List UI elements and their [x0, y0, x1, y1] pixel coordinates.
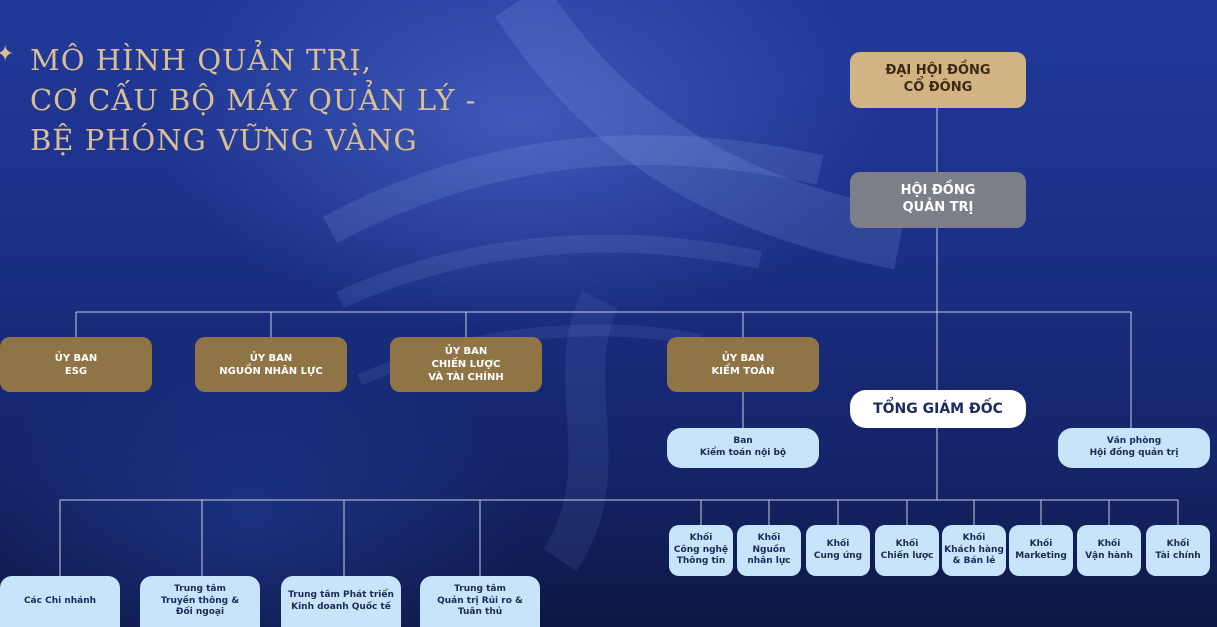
esg-committee-box: ỦY BAN ESG [0, 337, 152, 392]
internal-audit-label: Ban Kiểm toán nội bộ [699, 436, 787, 458]
strategy-finance-committee-label: ỦY BAN CHIẾN LƯỢC VÀ TÀI CHÍNH [428, 346, 504, 383]
board-office-box: Văn phòng Hội đồng quản trị [1058, 428, 1210, 468]
shareholders-meeting-box: ĐẠI HỘI ĐỒNG CỔ ĐÔNG [850, 52, 1026, 108]
hr-block-label: Khối Nguồn nhân lực [747, 532, 791, 567]
strategy-block-label: Khối Chiến lược [880, 538, 934, 561]
ceo-box: TỔNG GIÁM ĐỐC [850, 390, 1026, 428]
title-line-2: CƠ CẤU BỘ MÁY QUẢN LÝ - [30, 83, 477, 117]
branches-label: Các Chi nhánh [23, 595, 97, 606]
retail-block-box: Khối Khách hàng & Bán lẻ [942, 525, 1006, 576]
operations-block-label: Khối Vận hành [1085, 538, 1133, 561]
comms-center-box: Trung tâm Truyền thông & Đối ngoại [140, 576, 260, 627]
risk-compliance-center-label: Trung tâm Quản trị Rủi ro & Tuân thủ [437, 583, 523, 618]
it-block-label: Khối Công nghệ Thông tin [673, 532, 729, 567]
internal-audit-box: Ban Kiểm toán nội bộ [667, 428, 819, 468]
shareholders-meeting-label: ĐẠI HỘI ĐỒNG CỔ ĐÔNG [885, 63, 991, 95]
board-office-label: Văn phòng Hội đồng quản trị [1089, 436, 1179, 458]
board-of-directors-label: HỘI ĐỒNG QUẢN TRỊ [900, 183, 976, 215]
strategy-block-box: Khối Chiến lược [875, 525, 939, 576]
sparkle-star-icon: ✦ [0, 42, 15, 67]
hr-block-box: Khối Nguồn nhân lực [737, 525, 801, 576]
marketing-block-label: Khối Marketing [1015, 538, 1067, 561]
supply-block-box: Khối Cung ứng [806, 525, 870, 576]
intl-business-center-label: Trung tâm Phát triển Kinh doanh Quốc tế [288, 589, 394, 612]
title-line-1: MÔ HÌNH QUẢN TRỊ, [30, 43, 372, 77]
page-title: MÔ HÌNH QUẢN TRỊ, CƠ CẤU BỘ MÁY QUẢN LÝ … [30, 40, 476, 160]
marketing-block-box: Khối Marketing [1009, 525, 1073, 576]
finance-block-box: Khối Tài chính [1146, 525, 1210, 576]
esg-committee-label: ỦY BAN ESG [54, 352, 98, 377]
strategy-finance-committee-box: ỦY BAN CHIẾN LƯỢC VÀ TÀI CHÍNH [390, 337, 542, 392]
title-line-3: BỆ PHÓNG VỮNG VÀNG [30, 123, 418, 157]
hr-committee-label: ỦY BAN NGUỒN NHÂN LỰC [219, 352, 323, 377]
intl-business-center-box: Trung tâm Phát triển Kinh doanh Quốc tế [281, 576, 401, 627]
supply-block-label: Khối Cung ứng [813, 538, 863, 561]
board-of-directors-box: HỘI ĐỒNG QUẢN TRỊ [850, 172, 1026, 228]
branches-box: Các Chi nhánh [0, 576, 120, 627]
audit-committee-label: ỦY BAN KIỂM TOÁN [711, 352, 775, 377]
ceo-label: TỔNG GIÁM ĐỐC [873, 400, 1003, 417]
hr-committee-box: ỦY BAN NGUỒN NHÂN LỰC [195, 337, 347, 392]
retail-block-label: Khối Khách hàng & Bán lẻ [944, 532, 1004, 567]
audit-committee-box: ỦY BAN KIỂM TOÁN [667, 337, 819, 392]
risk-compliance-center-box: Trung tâm Quản trị Rủi ro & Tuân thủ [420, 576, 540, 627]
operations-block-box: Khối Vận hành [1077, 525, 1141, 576]
finance-block-label: Khối Tài chính [1155, 538, 1201, 561]
comms-center-label: Trung tâm Truyền thông & Đối ngoại [160, 583, 240, 618]
it-block-box: Khối Công nghệ Thông tin [669, 525, 733, 576]
